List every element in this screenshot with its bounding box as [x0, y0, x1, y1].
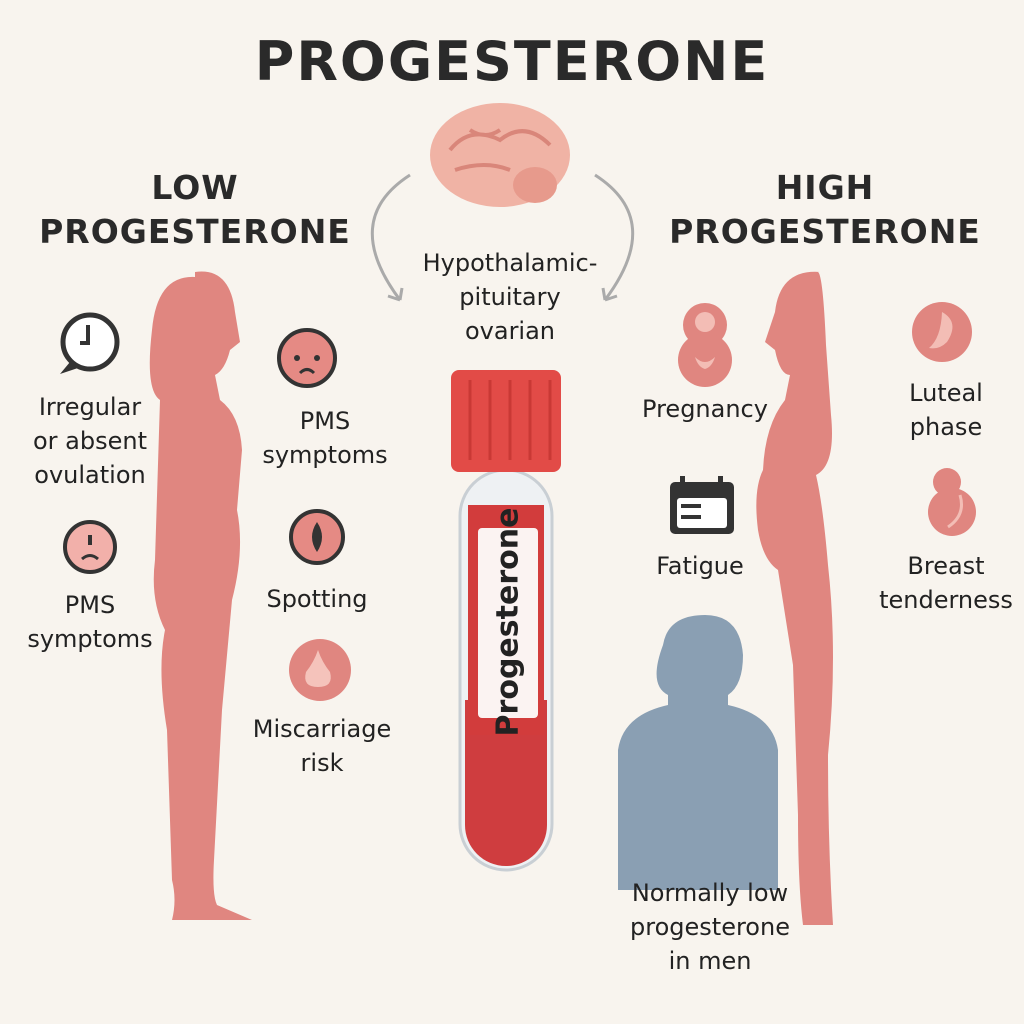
spotting-drop-icon	[289, 509, 345, 565]
label-line: Luteal	[909, 379, 983, 407]
low-item-ovulation: Irregular or absent ovulation	[10, 390, 170, 492]
high-item-luteal: Luteal phase	[866, 376, 1024, 444]
hpo-line-1: Hypothalamic-	[422, 249, 598, 277]
high-item-breast: Breast tenderness	[866, 549, 1024, 617]
tube-cap	[451, 370, 561, 472]
hpo-axis-label: Hypothalamic- pituitary ovarian	[390, 246, 630, 348]
label-line: PMS	[64, 591, 116, 619]
men-label: Normally low progesterone in men	[600, 876, 820, 978]
low-item-pms-2: PMS symptoms	[10, 588, 170, 656]
luteal-icon	[912, 302, 972, 362]
label-line: symptoms	[262, 441, 388, 469]
label-line: ovulation	[34, 461, 146, 489]
label-line: in men	[668, 947, 752, 975]
pregnancy-icon	[678, 303, 732, 387]
label-line: Fatigue	[656, 552, 744, 580]
label-line: phase	[909, 413, 983, 441]
low-item-pms-1: PMS symptoms	[245, 404, 405, 472]
high-item-fatigue: Fatigue	[620, 549, 780, 583]
miscarriage-icon	[289, 639, 351, 701]
label-line: progesterone	[630, 913, 790, 941]
label-line: or absent	[32, 427, 147, 455]
label-line: symptoms	[27, 625, 153, 653]
low-woman-silhouette	[149, 271, 252, 920]
label-line: risk	[300, 749, 344, 777]
low-heading-line1: LOW	[151, 168, 239, 207]
label-line: Irregular	[38, 393, 142, 421]
hpo-line-2: pituitary	[459, 283, 561, 311]
label-line: Pregnancy	[642, 395, 768, 423]
brain-icon	[430, 103, 570, 207]
low-heading: LOW PROGESTERONE	[30, 166, 360, 254]
label-line: PMS	[299, 407, 351, 435]
high-heading: HIGH PROGESTERONE	[660, 166, 990, 254]
breast-icon	[928, 468, 976, 536]
worried-face-icon	[63, 520, 117, 574]
right-arrow-icon	[594, 173, 635, 301]
sad-face-icon	[277, 328, 337, 388]
low-item-miscarriage: Miscarriage risk	[222, 712, 422, 780]
clock-icon	[60, 312, 120, 374]
calendar-icon	[670, 476, 734, 534]
label-line: Spotting	[266, 585, 368, 613]
high-heading-line1: HIGH	[775, 168, 875, 207]
high-item-pregnancy: Pregnancy	[625, 392, 785, 426]
page-title: PROGESTERONE	[254, 30, 770, 93]
label-line: Breast	[907, 552, 985, 580]
low-item-spotting: Spotting	[237, 582, 397, 616]
label-line: Normally low	[631, 879, 789, 907]
hpo-line-3: ovarian	[464, 317, 556, 345]
high-woman-silhouette	[756, 271, 833, 926]
high-heading-line2: PROGESTERONE	[669, 212, 981, 251]
label-line: tenderness	[879, 586, 1013, 614]
left-arrow-icon	[370, 173, 411, 301]
man-silhouette	[618, 615, 778, 890]
low-heading-line2: PROGESTERONE	[39, 212, 351, 251]
label-line: Miscarriage	[252, 715, 392, 743]
